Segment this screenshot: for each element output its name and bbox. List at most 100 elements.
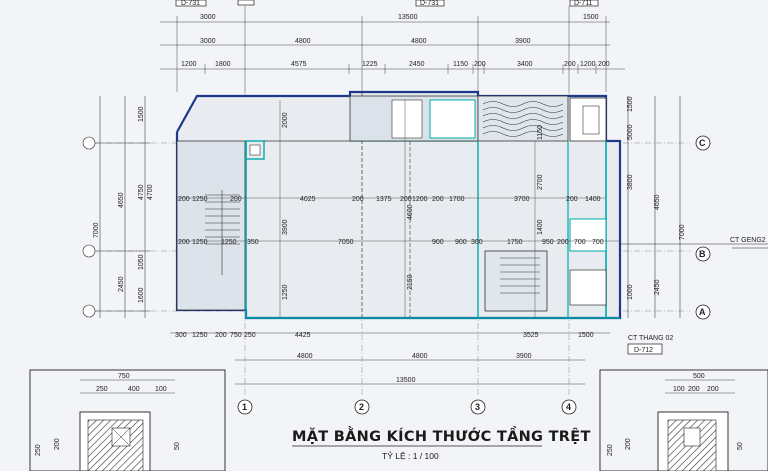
svg-text:1700: 1700 — [449, 196, 465, 203]
svg-text:1600: 1600 — [138, 287, 145, 303]
row-axis-left-markers — [82, 136, 96, 318]
bottom-dimension-text: 300 1250 200 750 250 4425 3525 1500 4800… — [175, 332, 594, 384]
svg-text:300: 300 — [175, 332, 187, 339]
row-axis-A: A — [695, 304, 711, 320]
svg-text:3800: 3800 — [627, 174, 634, 190]
svg-text:1150: 1150 — [537, 125, 544, 140]
svg-text:1400: 1400 — [585, 196, 601, 203]
column-axis-3: 3 — [470, 399, 486, 415]
left-dimension-text: 1500 4650 4750 7000 1050 2450 1600 — [93, 106, 145, 303]
svg-text:CT GENG2: CT GENG2 — [730, 237, 766, 244]
svg-text:2150: 2150 — [407, 274, 414, 290]
svg-text:200: 200 — [707, 386, 719, 393]
svg-text:B: B — [699, 249, 706, 259]
svg-text:2700: 2700 — [537, 174, 544, 190]
svg-text:350: 350 — [247, 239, 259, 246]
svg-text:4800: 4800 — [412, 353, 428, 360]
svg-text:200: 200 — [688, 386, 700, 393]
svg-text:2450: 2450 — [118, 276, 125, 292]
svg-text:700: 700 — [574, 239, 586, 246]
scale-label: TỶ LỆ : 1 / 100 — [382, 450, 439, 461]
svg-text:1250: 1250 — [192, 332, 208, 339]
row-axis-C: C — [695, 135, 711, 151]
row-axis-B: B — [695, 246, 711, 262]
detail-box-left: 750 250 400 100 250 200 50 — [29, 369, 226, 471]
svg-text:3700: 3700 — [514, 196, 530, 203]
svg-text:7000: 7000 — [679, 224, 686, 240]
svg-text:250: 250 — [35, 444, 42, 456]
svg-text:100: 100 — [673, 386, 685, 393]
interior-dimension-lines — [177, 100, 620, 318]
svg-text:1250: 1250 — [192, 196, 208, 203]
svg-text:1375: 1375 — [376, 196, 392, 203]
section-marker-top-left-small — [237, 0, 255, 6]
right-dimension-lines — [627, 96, 681, 318]
section-marker-top-left: D-731 — [175, 0, 207, 7]
building-walls — [175, 90, 622, 320]
section-marker-top-right: D-711 — [569, 0, 599, 7]
svg-text:1750: 1750 — [507, 239, 523, 246]
svg-text:D-712: D-712 — [634, 347, 653, 354]
drawing-title: MẶT BẰNG KÍCH THƯỚC TẦNG TRỆT — [292, 426, 591, 445]
svg-text:2: 2 — [359, 402, 364, 412]
right-dimension-text: 1500 5000 4650 3800 7000 2450 1000 — [627, 96, 686, 300]
svg-text:200: 200 — [230, 196, 242, 203]
svg-text:4: 4 — [566, 402, 571, 412]
column-axis-2: 2 — [354, 399, 370, 415]
column-axis-1: 1 — [237, 399, 253, 415]
svg-text:1250: 1250 — [282, 284, 289, 300]
svg-text:1150: 1150 — [453, 61, 468, 68]
svg-text:300: 300 — [471, 239, 483, 246]
bottom-dimension-lines — [170, 332, 610, 385]
svg-text:400: 400 — [128, 386, 140, 393]
svg-text:200: 200 — [598, 61, 610, 68]
svg-text:1500: 1500 — [578, 332, 594, 339]
svg-text:4700: 4700 — [147, 184, 154, 200]
left-dimension-lines — [95, 96, 150, 318]
svg-text:3000: 3000 — [200, 38, 216, 45]
svg-text:950: 950 — [542, 239, 554, 246]
svg-text:1250: 1250 — [221, 239, 237, 246]
svg-text:200: 200 — [474, 61, 486, 68]
svg-text:4800: 4800 — [297, 353, 313, 360]
top-dimension-text: 3000 13500 1500 3000 4800 4800 3900 1200… — [181, 14, 610, 68]
svg-text:1500: 1500 — [627, 96, 634, 112]
svg-text:1250: 1250 — [192, 239, 208, 246]
section-marker-top-mid: D-731 — [415, 0, 445, 7]
svg-text:1200: 1200 — [580, 61, 596, 68]
svg-text:200: 200 — [400, 196, 412, 203]
svg-text:2000: 2000 — [282, 112, 289, 128]
svg-text:200: 200 — [564, 61, 576, 68]
svg-text:4600: 4600 — [407, 204, 414, 220]
svg-text:750: 750 — [118, 373, 130, 380]
svg-text:D-711: D-711 — [574, 0, 593, 7]
svg-text:4800: 4800 — [295, 38, 311, 45]
svg-text:4425: 4425 — [295, 332, 311, 339]
svg-text:13500: 13500 — [396, 377, 416, 384]
svg-text:100: 100 — [155, 386, 167, 393]
svg-text:1200: 1200 — [181, 61, 197, 68]
svg-text:200: 200 — [352, 196, 364, 203]
svg-text:200: 200 — [215, 332, 227, 339]
svg-text:C: C — [699, 138, 706, 148]
section-marker-bottom-right: CT THANG 02 D-712 — [627, 335, 673, 355]
svg-text:D-731: D-731 — [420, 0, 439, 7]
svg-text:4650: 4650 — [654, 194, 661, 210]
svg-text:5000: 5000 — [627, 124, 634, 140]
svg-text:1800: 1800 — [215, 61, 231, 68]
svg-text:50: 50 — [174, 442, 181, 450]
svg-text:A: A — [699, 307, 706, 317]
svg-text:3900: 3900 — [282, 219, 289, 235]
svg-text:1: 1 — [242, 402, 247, 412]
svg-text:3400: 3400 — [517, 61, 533, 68]
svg-text:4750: 4750 — [138, 184, 145, 200]
svg-text:1000: 1000 — [627, 284, 634, 300]
svg-text:4800: 4800 — [411, 38, 427, 45]
svg-text:CT THANG 02: CT THANG 02 — [628, 335, 673, 342]
svg-text:750: 750 — [230, 332, 242, 339]
svg-text:1225: 1225 — [362, 61, 378, 68]
svg-text:250: 250 — [244, 332, 256, 339]
svg-text:13500: 13500 — [398, 14, 418, 21]
svg-text:4650: 4650 — [118, 192, 125, 208]
svg-text:200: 200 — [432, 196, 444, 203]
